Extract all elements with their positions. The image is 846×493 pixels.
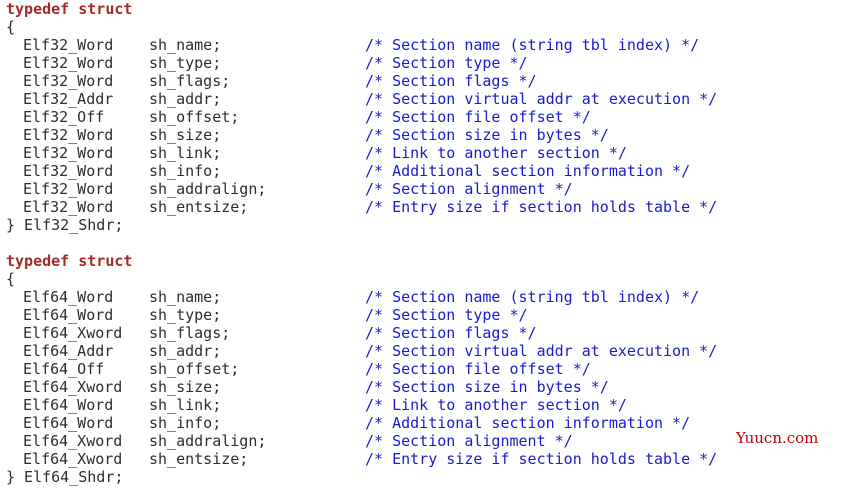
field-line: Elf32_Addr sh_addr; /* Section virtual add…	[6, 90, 717, 108]
field-type: Elf32_Word	[23, 198, 114, 216]
close-brace-line: } Elf64_Shdr;	[6, 468, 132, 486]
open-brace-line: {	[6, 18, 132, 36]
field-comment: /* Additional section information */	[365, 162, 691, 180]
field-type: Elf32_Word	[23, 54, 114, 72]
field-name: sh_addralign;	[149, 432, 267, 450]
field-line: Elf64_Xword sh_entsize; /* Entry size if s…	[6, 450, 717, 468]
field-name: sh_offset;	[149, 108, 240, 126]
field-comment: /* Link to another section */	[365, 396, 627, 414]
field-type: Elf64_Word	[23, 306, 114, 324]
field-name: sh_name;	[149, 36, 222, 54]
field-comment: /* Section flags */	[365, 72, 537, 90]
field-comment: /* Section alignment */	[365, 180, 573, 198]
field-line: Elf32_Word sh_link; /* Link to another sec…	[6, 144, 627, 162]
field-line: Elf64_Off sh_offset; /* Section file offse…	[6, 360, 591, 378]
struct-name: } Elf64_Shdr;	[6, 468, 124, 486]
field-type: Elf32_Word	[23, 144, 114, 162]
field-line: Elf64_Xword sh_size; /* Section size in by…	[6, 378, 609, 396]
close-brace-line: } Elf32_Shdr;	[6, 216, 132, 234]
field-line: Elf64_Addr sh_addr; /* Section virtual add…	[6, 342, 717, 360]
field-name: sh_link;	[149, 144, 222, 162]
struct-name: } Elf32_Shdr;	[6, 216, 124, 234]
field-comment: /* Section virtual addr at execution */	[365, 342, 718, 360]
field-name: sh_flags;	[149, 324, 231, 342]
field-name: sh_addr;	[149, 342, 222, 360]
watermark: Yuucn.com	[736, 429, 819, 447]
field-line: Elf64_Xword sh_addralign; /* Section align…	[6, 432, 573, 450]
field-comment: /* Additional section information */	[365, 414, 691, 432]
field-line: Elf64_Word sh_link; /* Link to another sec…	[6, 396, 627, 414]
field-name: sh_type;	[149, 306, 222, 324]
field-comment: /* Section type */	[365, 306, 528, 324]
field-name: sh_info;	[149, 162, 222, 180]
open-brace: {	[6, 270, 16, 288]
field-type: Elf32_Word	[23, 180, 114, 198]
field-comment: /* Section virtual addr at execution */	[365, 90, 718, 108]
field-comment: /* Section size in bytes */	[365, 378, 609, 396]
field-type: Elf32_Word	[23, 162, 114, 180]
field-line: Elf32_Off sh_offset; /* Section file offse…	[6, 108, 591, 126]
field-line: Elf32_Word sh_info; /* Additional section …	[6, 162, 690, 180]
field-name: sh_name;	[149, 288, 222, 306]
field-line: Elf64_Xword sh_flags; /* Section flags */	[6, 324, 537, 342]
field-type: Elf32_Word	[23, 126, 114, 144]
field-comment: /* Section name (string tbl index) */	[365, 288, 700, 306]
field-name: sh_size;	[149, 378, 222, 396]
field-type: Elf64_Word	[23, 396, 114, 414]
field-name: sh_info;	[149, 414, 222, 432]
field-type: Elf32_Off	[23, 108, 105, 126]
field-line: Elf64_Word sh_type; /* Section type */	[6, 306, 528, 324]
field-name: sh_offset;	[149, 360, 240, 378]
field-comment: /* Section file offset */	[365, 108, 591, 126]
field-comment: /* Section file offset */	[365, 360, 591, 378]
field-name: sh_link;	[149, 396, 222, 414]
field-line: Elf32_Word sh_type; /* Section type */	[6, 54, 528, 72]
open-brace-line: {	[6, 270, 132, 288]
field-comment: /* Entry size if section holds table */	[365, 198, 718, 216]
field-name: sh_size;	[149, 126, 222, 144]
field-comment: /* Section type */	[365, 54, 528, 72]
field-name: sh_addralign;	[149, 180, 267, 198]
blank-line	[6, 234, 132, 252]
field-type: Elf64_Xword	[23, 450, 123, 468]
field-type: Elf64_Xword	[23, 432, 123, 450]
field-comment: /* Entry size if section holds table */	[365, 450, 718, 468]
field-name: sh_entsize;	[149, 450, 249, 468]
field-line: Elf64_Word sh_name; /* Section name (strin…	[6, 288, 699, 306]
field-name: sh_flags;	[149, 72, 231, 90]
field-type: Elf64_Addr	[23, 342, 114, 360]
field-line: Elf32_Word sh_name; /* Section name (strin…	[6, 36, 699, 54]
field-type: Elf32_Word	[23, 36, 114, 54]
field-type: Elf64_Off	[23, 360, 105, 378]
field-type: Elf64_Xword	[23, 324, 123, 342]
typedef-line: typedef struct	[6, 252, 132, 270]
open-brace: {	[6, 18, 16, 36]
field-name: sh_addr;	[149, 90, 222, 108]
field-line: Elf64_Word sh_info; /* Additional section …	[6, 414, 690, 432]
field-line: Elf32_Word sh_entsize; /* Entry size if se…	[6, 198, 717, 216]
field-line: Elf32_Word sh_size; /* Section size in byt…	[6, 126, 609, 144]
field-name: sh_entsize;	[149, 198, 249, 216]
field-comment: /* Section name (string tbl index) */	[365, 36, 700, 54]
field-comment: /* Section flags */	[365, 324, 537, 342]
field-line: Elf32_Word sh_addralign; /* Section alignm…	[6, 180, 573, 198]
field-comment: /* Link to another section */	[365, 144, 627, 162]
field-line: Elf32_Word sh_flags; /* Section flags */	[6, 72, 537, 90]
field-name: sh_type;	[149, 54, 222, 72]
typedef-keyword: typedef struct	[6, 0, 133, 18]
field-type: Elf64_Word	[23, 414, 114, 432]
code-editor[interactable]: typedef struct { Elf32_Word sh_name; /* Se…	[6, 0, 717, 486]
field-type: Elf64_Xword	[23, 378, 123, 396]
field-comment: /* Section size in bytes */	[365, 126, 609, 144]
typedef-line: typedef struct	[6, 0, 132, 18]
field-type: Elf32_Addr	[23, 90, 114, 108]
typedef-keyword: typedef struct	[6, 252, 133, 270]
field-comment: /* Section alignment */	[365, 432, 573, 450]
field-type: Elf64_Word	[23, 288, 114, 306]
field-type: Elf32_Word	[23, 72, 114, 90]
